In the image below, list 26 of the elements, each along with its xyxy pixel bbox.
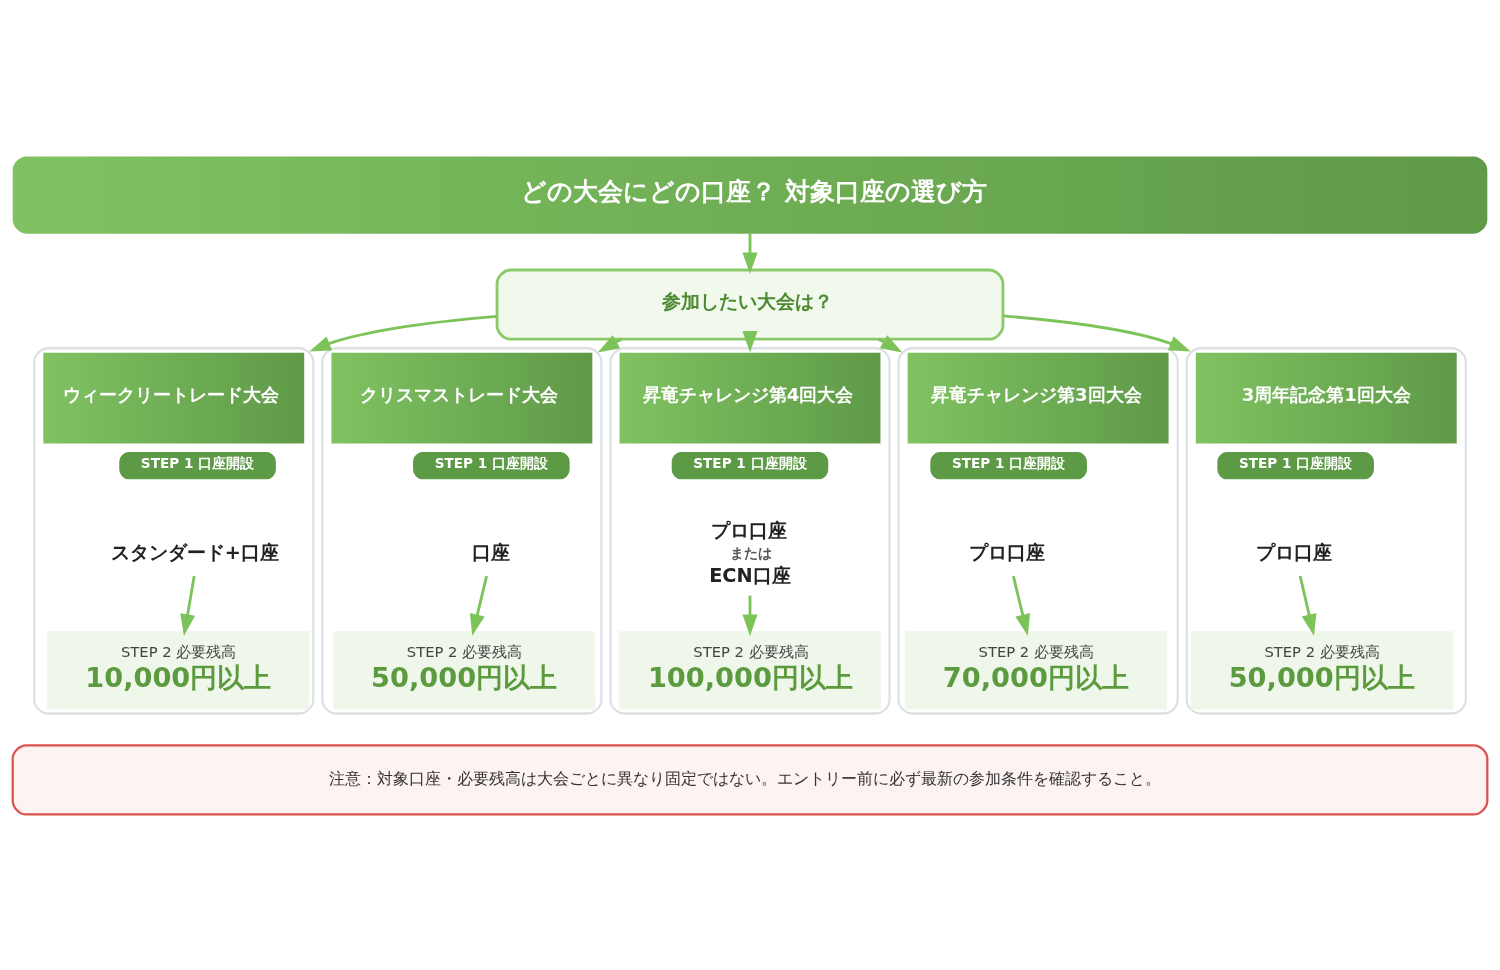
node-box: STEP 1 口座開設 (413, 451, 570, 479)
node-text: プロ口座 または ECN口座 (709, 518, 791, 587)
node-box: STEP 2 必要残高 100,000円以上 (619, 630, 881, 710)
arrow (742, 595, 758, 636)
node-box: STEP 2 必要残高 10,000円以上 (47, 630, 310, 710)
arrow (180, 575, 196, 636)
node-text: スタンダード+口座 (110, 540, 279, 564)
arrow (309, 314, 498, 351)
node-box: 注意：対象口座・必要残高は大会ごとに異なり固定ではない。エントリー前に必ず最新の参加条件を確認すること。 (11, 743, 1489, 816)
node-box: どの大会にどの口座？ 対象口座の選び方 (12, 156, 1488, 234)
node-box: STEP 1 口座開設 (119, 451, 276, 479)
arrow (742, 330, 758, 353)
arrow (1298, 575, 1317, 636)
node-text: 口座 (471, 540, 510, 564)
node-box: STEP 2 必要残高 50,000円以上 (333, 630, 596, 710)
arrow (742, 233, 758, 274)
node-box: STEP 2 必要残高 70,000円以上 (904, 630, 1167, 710)
node-text: プロ口座 (968, 540, 1045, 564)
node-box: STEP 1 口座開設 (1217, 451, 1374, 479)
node-text: プロ口座 (1255, 540, 1332, 564)
node-box: STEP 1 口座開設 (671, 451, 829, 479)
arrow (1012, 575, 1031, 636)
arrow (1002, 313, 1191, 352)
arrow (469, 575, 488, 636)
node-box: STEP 2 必要残高 50,000円以上 (1190, 630, 1453, 710)
node-box: STEP 1 口座開設 (930, 451, 1087, 479)
